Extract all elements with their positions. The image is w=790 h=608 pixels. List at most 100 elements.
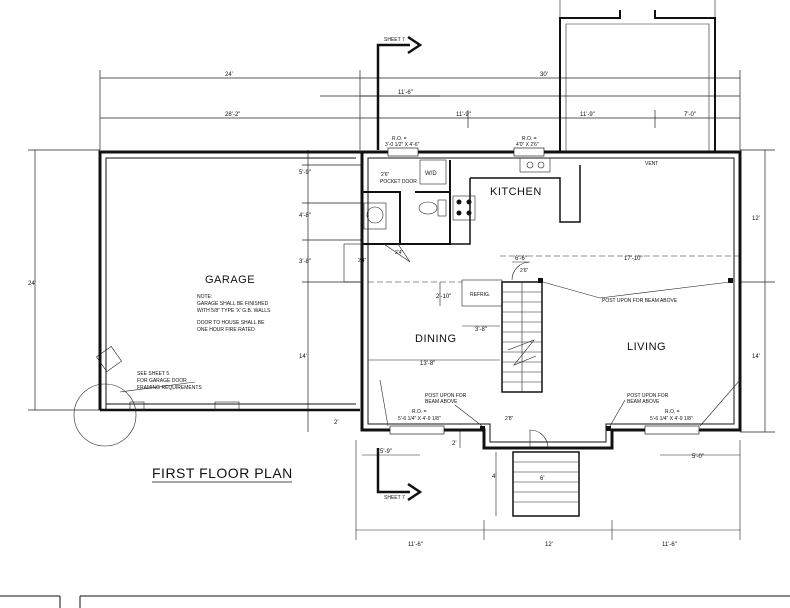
svg-text:POST UPON FOR: POST UPON FOR	[425, 393, 467, 399]
svg-text:3'-0 1/2" X 4'-6": 3'-0 1/2" X 4'-6"	[385, 142, 420, 148]
door-label-d5: 2'8"	[505, 416, 514, 422]
beam-note: POST UPON FOR BEAM ABOVE	[602, 298, 678, 304]
top-windows	[387, 147, 545, 157]
front-steps	[512, 451, 580, 517]
dim-k7: 17'-10"	[624, 256, 643, 262]
svg-text:FOR GARAGE DOOR: FOR GARAGE DOOR	[137, 378, 187, 384]
svg-text:SHEET 7: SHEET 7	[384, 37, 405, 43]
room-label-dining: DINING	[415, 333, 457, 345]
window-leader-b	[699, 379, 741, 427]
beam-posts	[480, 278, 733, 431]
section-cut-top: SHEET 7	[376, 35, 423, 150]
dim-top-30: 30'	[540, 72, 548, 78]
dim-k3: 3'-8"	[299, 259, 311, 265]
svg-text:ONE HOUR FIRE RATED: ONE HOUR FIRE RATED	[197, 327, 255, 333]
dim-top-24: 24'	[225, 72, 233, 78]
sink-icon	[366, 206, 384, 224]
dim-top-d: 7'-0"	[684, 112, 696, 118]
garage-door-swing	[73, 383, 137, 447]
room-label-wd: W/D	[425, 171, 437, 177]
svg-text:GARAGE SHALL BE FINISHED: GARAGE SHALL BE FINISHED	[197, 301, 269, 307]
top-dimension-lines	[99, 70, 741, 150]
garage-entry-door	[96, 346, 122, 372]
dim-k11: 5'-0"	[692, 454, 704, 460]
front-windows	[389, 425, 700, 435]
window-note-3: R.O. = 5'-6 1/4" X 4'-9 1/8"	[398, 409, 441, 422]
dim-bot-b: 12'	[545, 542, 553, 548]
svg-text:SEE SHEET 5: SEE SHEET 5	[137, 371, 169, 377]
room-label-garage: GARAGE	[205, 274, 255, 286]
svg-text:R.O. =: R.O. =	[522, 136, 537, 142]
svg-text:BEAM ABOVE: BEAM ABOVE	[627, 399, 660, 405]
svg-text:DOOR TO HOUSE SHALL BE: DOOR TO HOUSE SHALL BE	[197, 320, 265, 326]
svg-text:R.O. =: R.O. =	[392, 136, 407, 142]
dim-top-c: 11'-9"	[580, 112, 595, 118]
stove-icon	[452, 195, 476, 221]
pocket-door-label: POCKET DOOR	[380, 179, 417, 185]
door-label-d2: 2'4"	[358, 258, 367, 264]
dim-k4: 2'-10"	[436, 294, 451, 300]
dim-k2: 4'-8"	[299, 213, 311, 219]
window-note-1: R.O. = 3'-0 1/2" X 4'-6"	[385, 136, 420, 148]
svg-text:4'0" X 2'6": 4'0" X 2'6"	[516, 142, 539, 148]
side-dimension-lines	[28, 149, 775, 433]
dim-k14: 4'	[492, 474, 496, 480]
dim-right-14: 14'	[752, 354, 760, 360]
room-label-kitchen: KITCHEN	[490, 186, 542, 198]
dim-g14: 14'	[299, 354, 307, 360]
dim-left-24: 24'	[28, 281, 36, 287]
svg-text:BEAM ABOVE: BEAM ABOVE	[425, 399, 458, 405]
dim-bot-c: 11'-6"	[662, 542, 677, 548]
framing-note: SEE SHEET 5 FOR GARAGE DOOR FRAMING REQU…	[119, 371, 202, 393]
living-post-note: POST UPON FOR BEAM ABOVE	[609, 393, 669, 427]
closet-door	[383, 243, 411, 263]
house-exterior-walls	[360, 150, 742, 450]
dining-post-note: POST UPON FOR BEAM ABOVE	[425, 393, 483, 427]
door-label-d3: 2'6"	[381, 172, 390, 178]
vent-label: VENT	[645, 161, 658, 167]
toilet-icon	[418, 199, 447, 217]
garage-side-door	[343, 243, 363, 283]
plan-title: FIRST FLOOR PLAN	[152, 465, 293, 481]
dim-k5: 3'-8"	[475, 327, 487, 333]
svg-text:POST UPON FOR: POST UPON FOR	[627, 393, 669, 399]
dim-k1: 5'-9"	[299, 170, 311, 176]
dim-top-28: 28'-2"	[225, 112, 240, 118]
washer-dryer	[419, 159, 447, 185]
rear-bumpout	[559, 0, 716, 152]
window-leader-a	[379, 379, 389, 427]
door-label-d4: 2'6"	[520, 268, 529, 274]
bath-vanity	[363, 202, 387, 230]
svg-text:WITH 5/8" TYPE 'X' G.B. WALLS: WITH 5/8" TYPE 'X' G.B. WALLS	[197, 308, 271, 314]
room-label-refrig: REFRIG.	[470, 292, 490, 298]
dim-top-a: 11'-6"	[398, 90, 413, 96]
stairs	[501, 281, 543, 393]
front-door	[529, 429, 549, 449]
window-note-4: R.O. = 5'-6 1/4" X 4'-9 1/8"	[650, 409, 693, 422]
closet-door-swing	[511, 261, 531, 281]
dim-top-b: 11'-9"	[456, 112, 471, 118]
dim-k15: 6'	[540, 476, 544, 482]
svg-text:5'-6 1/4" X 4'-9 1/8": 5'-6 1/4" X 4'-9 1/8"	[398, 416, 441, 422]
window-note-2: R.O. = 4'0" X 2'6"	[516, 136, 539, 148]
dim-k8: 6'-6"	[515, 256, 527, 262]
title-block-strip	[0, 595, 790, 608]
beam-leader	[542, 281, 731, 299]
dim-k6: 13'-8"	[420, 361, 435, 367]
garage-walls	[98, 150, 362, 412]
svg-text:FRAMING REQUIREMENTS: FRAMING REQUIREMENTS	[137, 385, 202, 391]
dim-bot-a: 11'-6"	[408, 542, 423, 548]
dim-k13: 2'	[334, 420, 338, 426]
garage-note: NOTE: GARAGE SHALL BE FINISHED WITH 5/8"…	[197, 294, 271, 333]
svg-text:R.O. =: R.O. =	[412, 409, 427, 415]
svg-text:SHEET 7: SHEET 7	[384, 495, 405, 501]
section-cut-bottom: SHEET 7	[376, 448, 423, 502]
dim-k12: 2'	[452, 441, 456, 447]
room-label-living: LIVING	[627, 341, 666, 353]
dining-dimensions	[368, 255, 740, 361]
lower-dimension-lines	[355, 440, 741, 540]
kitchen-sink	[519, 157, 551, 173]
svg-text:5'-6 1/4" X 4'-9 1/8": 5'-6 1/4" X 4'-9 1/8"	[650, 416, 693, 422]
dim-right-12: 12'	[752, 216, 760, 222]
